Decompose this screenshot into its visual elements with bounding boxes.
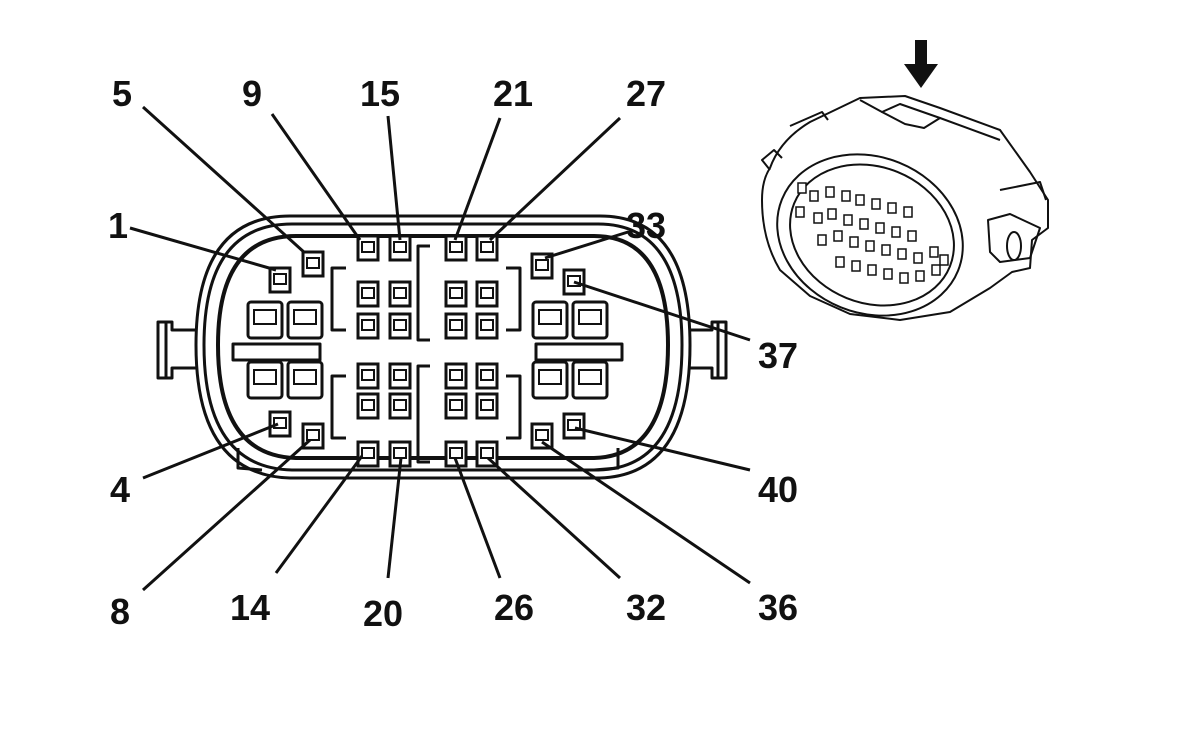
pin-labels: 5 9 15 21 27 1 33 37 4 40 8 14 20 26 32 … [108,73,798,634]
perspective-pin-cavity [915,270,925,282]
perspective-pin-cavity [913,252,923,264]
perspective-pin-cavity [865,240,875,252]
pin-cavity [388,392,412,420]
pin-label-40: 40 [758,469,798,510]
connector-inner-ring [216,234,670,460]
perspective-pin-cavity [875,222,885,234]
perspective-pin-cavity [833,230,843,242]
pin-cavity [475,392,499,420]
perspective-pin-cavity [841,190,851,202]
pin-label-32: 32 [626,587,666,628]
perspective-pin-cavity [809,190,819,202]
perspective-pin-cavity [907,230,917,242]
pin-cavity [268,410,292,438]
left-bottom-foot [236,448,263,472]
pin-label-26: 26 [494,587,534,628]
power-terminal [286,300,324,340]
pin-label-20: 20 [363,593,403,634]
pin-cavity [356,280,380,308]
pin-label-14: 14 [230,587,270,628]
pin-cavity [530,252,554,280]
left-latch-tab [156,320,196,380]
pin-label-15: 15 [360,73,400,114]
pin-cavity [388,312,412,340]
pin-cavity [444,392,468,420]
connector-outer-shell [194,214,692,480]
power-terminal [246,300,284,340]
power-terminal [531,360,569,400]
pin-cavity [356,392,380,420]
perspective-pin-cavity [931,264,941,276]
perspective-pin-cavity [887,202,897,214]
perspective-pin-cavity [795,206,805,218]
pin-label-5: 5 [112,73,132,114]
perspective-pin-cavity [855,194,865,206]
pin-cavity [444,362,468,390]
pin-cavity [356,362,380,390]
power-terminals [246,300,609,400]
pin-label-1: 1 [108,205,128,246]
pin-cavity [475,280,499,308]
power-terminal [571,360,609,400]
perspective-pin-cavity [843,214,853,226]
power-terminal [571,300,609,340]
power-terminal [246,360,284,400]
pin-label-4: 4 [110,469,130,510]
leader-lines [129,105,751,592]
pin-cavity [356,234,380,262]
perspective-pin-cavity [883,268,893,280]
perspective-pin-cavity [903,206,913,218]
pin-cavity [444,440,468,468]
pin-label-27: 27 [626,73,666,114]
pin-label-36: 36 [758,587,798,628]
pin-cavity [388,362,412,390]
perspective-pin-cavity [817,234,827,246]
perspective-pin-cavity [827,208,837,220]
perspective-pin-cavity [867,264,877,276]
pin-cavity [475,234,499,262]
pin-label-37: 37 [758,335,798,376]
right-bottom-foot [593,448,620,472]
perspective-pin-cavity [871,198,881,210]
pin-cavity [475,312,499,340]
power-terminal [531,300,569,340]
pin-cavities [268,234,586,468]
perspective-pin-cavity [929,246,939,258]
pin-label-9: 9 [242,73,262,114]
perspective-pin-cavity [835,256,845,268]
perspective-pin-cavity [897,248,907,260]
pin-cavity [444,280,468,308]
perspective-pin-cavity [881,244,891,256]
pin-cavity [562,412,586,440]
perspective-pin-cavity [891,226,901,238]
pin-cavity [356,312,380,340]
perspective-pin-cavity [813,212,823,224]
perspective-pin-cavity [851,260,861,272]
perspective-pin-cavity [797,182,807,194]
pin-cavity [475,362,499,390]
perspective-pin-cavities [795,182,949,284]
arrow-down-icon [904,40,938,88]
pin-cavity [530,422,554,450]
perspective-pin-cavity [825,186,835,198]
right-center-bar [534,342,624,362]
pin-label-21: 21 [493,73,533,114]
pin-cavity [444,312,468,340]
pin-cavity [301,250,325,278]
power-terminal [286,360,324,400]
pin-cavity [388,280,412,308]
perspective-pin-cavity [859,218,869,230]
bracket-dividers [330,244,522,464]
connector-perspective-view [761,95,1049,321]
pin-label-33: 33 [626,205,666,246]
left-center-bar [231,342,322,362]
perspective-pin-cavity [899,272,909,284]
pin-label-8: 8 [110,591,130,632]
perspective-pin-cavity [939,254,949,266]
perspective-pin-cavity [849,236,859,248]
pin-cavity [356,440,380,468]
pin-cavity [268,266,292,294]
